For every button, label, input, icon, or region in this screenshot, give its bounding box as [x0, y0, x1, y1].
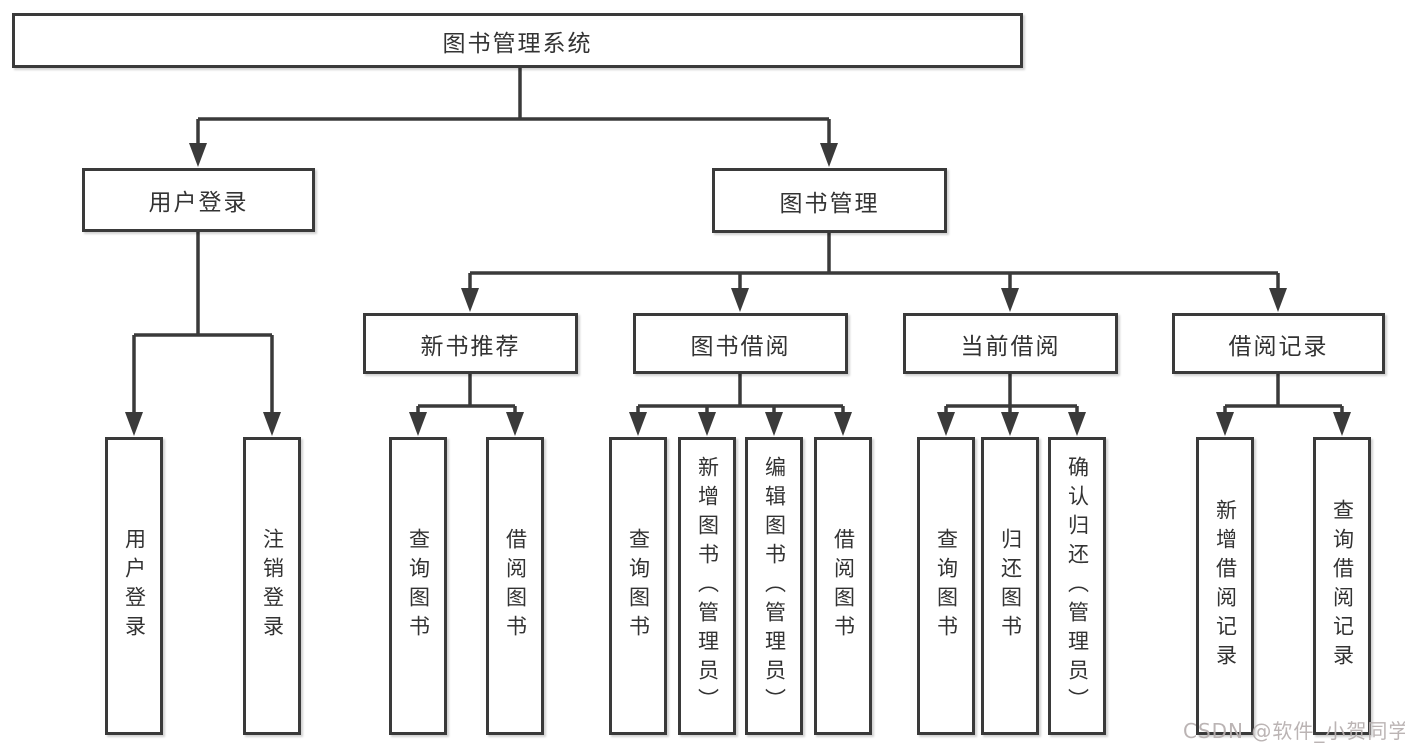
leaf-edit-book-admin: 编辑图书（管理员） — [745, 437, 803, 735]
connector-arrowhead — [731, 288, 749, 312]
connector-arrowhead — [125, 412, 143, 436]
watermark: CSDN @软件_小贺同学 — [1183, 719, 1405, 743]
node-label: 图书管理 — [779, 190, 880, 217]
leaf-query-books-current: 查询图书 — [917, 437, 975, 735]
connector-arrowhead — [263, 412, 281, 436]
node-book-borrowing: 图书借阅 — [633, 313, 848, 374]
node-label: 确认归还（管理员） — [1065, 455, 1090, 717]
node-label: 借阅图书 — [503, 528, 528, 644]
connector-arrowhead — [409, 412, 427, 436]
connector-arrowhead — [765, 412, 783, 436]
connector-arrowhead — [1068, 412, 1086, 436]
node-borrowing-records: 借阅记录 — [1172, 313, 1385, 374]
node-label: 图书借阅 — [690, 333, 791, 360]
node-label: 当前借阅 — [960, 333, 1061, 360]
node-new-book-recommendation: 新书推荐 — [363, 313, 578, 374]
node-label: 查询借阅记录 — [1330, 499, 1355, 673]
node-label: 新增借阅记录 — [1213, 499, 1238, 673]
leaf-return-books: 归还图书 — [981, 437, 1039, 735]
connector-arrowhead — [1269, 288, 1287, 312]
leaf-user-login: 用户登录 — [105, 437, 163, 735]
node-user-login: 用户登录 — [82, 168, 315, 232]
leaf-query-books-borrow: 查询图书 — [609, 437, 667, 735]
connector-arrowhead — [189, 143, 207, 167]
node-book-management: 图书管理 — [712, 168, 947, 233]
connector-arrowhead — [937, 412, 955, 436]
leaf-borrow-books: 借阅图书 — [814, 437, 872, 735]
connector-arrowhead — [629, 412, 647, 436]
connector-arrowhead — [506, 412, 524, 436]
leaf-confirm-return-admin: 确认归还（管理员） — [1048, 437, 1106, 735]
node-label: 借阅记录 — [1228, 333, 1329, 360]
node-label: 用户登录 — [148, 190, 249, 216]
connector-arrowhead — [1001, 412, 1019, 436]
leaf-borrow-books-recommend: 借阅图书 — [486, 437, 544, 735]
connector-arrowhead — [1216, 412, 1234, 436]
node-library-management-system: 图书管理系统 — [12, 13, 1023, 68]
connector-arrowhead — [698, 412, 716, 436]
node-label: 注销登录 — [260, 528, 285, 644]
node-label: 查询图书 — [626, 528, 651, 644]
node-label: 归还图书 — [998, 528, 1023, 644]
connector-arrowhead — [1333, 412, 1351, 436]
node-label: 查询图书 — [406, 528, 431, 644]
leaf-query-borrow-record: 查询借阅记录 — [1313, 437, 1371, 735]
leaf-add-borrow-record: 新增借阅记录 — [1196, 437, 1254, 735]
connector-arrowhead — [1001, 288, 1019, 312]
node-label: 编辑图书（管理员） — [762, 455, 787, 717]
node-label: 借阅图书 — [831, 528, 856, 644]
node-label: 图书管理系统 — [442, 30, 593, 57]
node-label: 新增图书（管理员） — [695, 455, 720, 717]
connector-arrowhead — [461, 288, 479, 312]
node-label: 用户登录 — [122, 528, 147, 644]
leaf-add-book-admin: 新增图书（管理员） — [678, 437, 736, 735]
node-label: 新书推荐 — [420, 333, 521, 360]
connector-arrowhead — [820, 143, 838, 167]
connector-arrowhead — [834, 412, 852, 436]
leaf-logout: 注销登录 — [243, 437, 301, 735]
node-current-borrowing: 当前借阅 — [903, 313, 1118, 374]
node-label: 查询图书 — [934, 528, 959, 644]
leaf-query-books-recommend: 查询图书 — [389, 437, 447, 735]
